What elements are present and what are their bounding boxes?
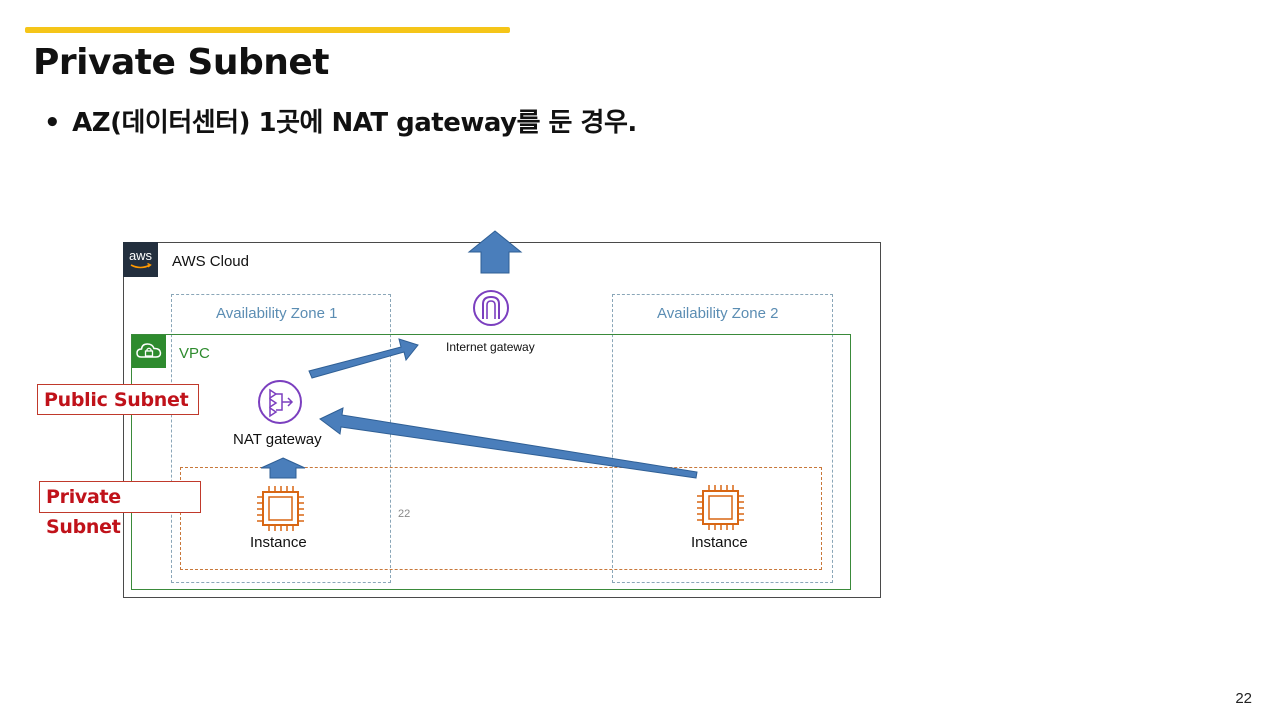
bullet-point: • AZ(데이터센터) 1곳에 NAT gateway를 둔 경우.	[44, 102, 637, 139]
vpc-icon	[132, 335, 166, 368]
availability-zone-1	[171, 294, 391, 583]
instance-2-icon	[697, 485, 744, 530]
az2-label: Availability Zone 2	[657, 305, 779, 322]
private-subnet-callout: Private Subnet	[39, 481, 201, 538]
instance2-to-nat-arrow	[319, 407, 698, 479]
bullet-marker: •	[44, 108, 61, 138]
nat-to-igw-arrow	[308, 338, 419, 379]
bullet-text: AZ(데이터센터) 1곳에 NAT gateway를 둔 경우.	[72, 108, 637, 138]
instance-2-label: Instance	[691, 534, 748, 551]
internet-gateway-label: Internet gateway	[446, 340, 535, 354]
vpc-group	[131, 334, 851, 590]
az1-label: Availability Zone 1	[216, 305, 338, 322]
slide-title: Private Subnet	[33, 42, 329, 83]
diagram-inner-number: 22	[398, 508, 411, 520]
internet-up-arrow	[467, 230, 523, 274]
instance-1-label: Instance	[250, 534, 307, 551]
private-subnet-area	[180, 467, 822, 570]
instance-1-icon	[257, 486, 304, 531]
nat-gateway-icon	[258, 380, 302, 424]
svg-text:aws: aws	[129, 248, 153, 263]
instance1-to-nat-arrow	[260, 457, 306, 479]
public-subnet-callout: Public Subnet	[37, 384, 199, 415]
vpc-label: VPC	[179, 345, 210, 362]
internet-gateway-icon	[473, 290, 509, 326]
aws-cloud-label: AWS Cloud	[172, 253, 249, 270]
nat-gateway-label: NAT gateway	[233, 431, 322, 448]
page-number: 22	[1235, 690, 1252, 707]
title-accent-bar	[25, 27, 510, 33]
availability-zone-2	[612, 294, 833, 583]
aws-logo-icon: aws	[123, 242, 158, 277]
